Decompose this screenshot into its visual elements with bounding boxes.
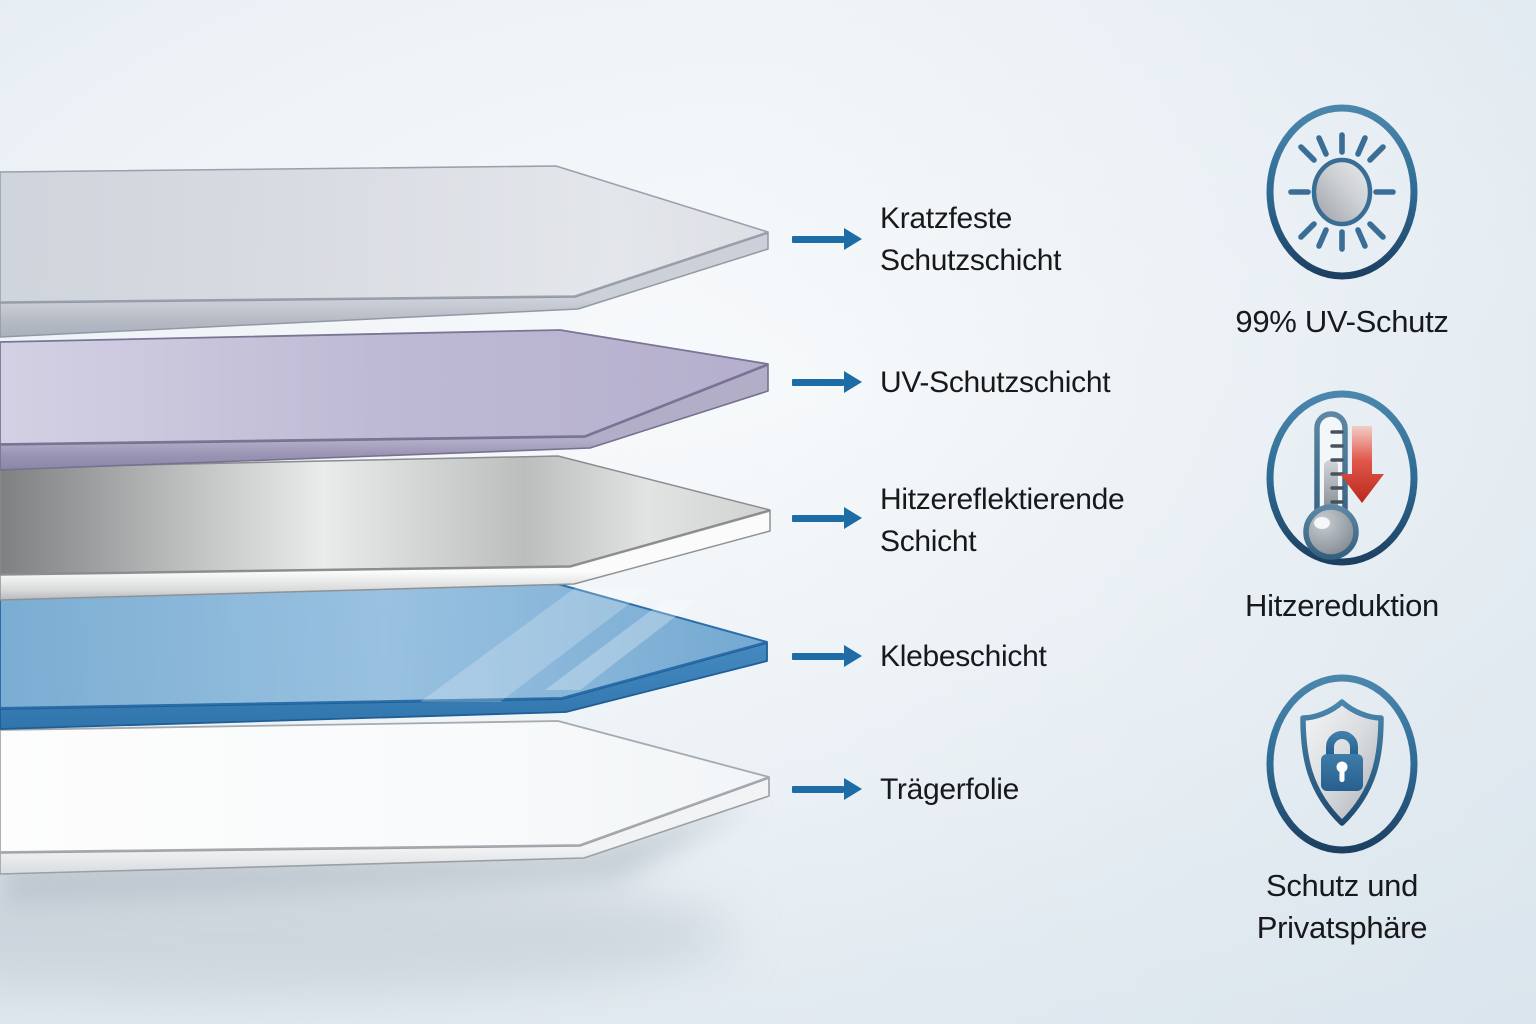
benefit-caption-privacy: Schutz und Privatsphäre [1256,868,1428,945]
layer-label-hitzereflektierende-schicht: Hitzereflektierende Schicht [880,483,1125,558]
layer-klebeschicht [0,583,768,730]
layer-hitzereflektierende-schicht [0,455,771,601]
layer-traegerfolie [0,720,770,875]
arrow-right-icon [792,371,862,393]
arrow-right-icon [792,507,862,529]
arrow-right-icon [792,778,862,800]
layer-kratzfeste-schutzschicht [0,165,769,338]
shield-lock-icon [1266,674,1418,854]
benefit-caption-heat: Hitzereduktion [1245,588,1439,623]
arrow-right-icon [792,228,862,250]
benefit-caption-uv: 99% UV-Schutz [1235,304,1449,339]
sun-icon [1266,104,1418,280]
thermometer-down-icon [1266,390,1418,566]
layer-label-uv-schutzschicht: UV-Schutzschicht [880,366,1111,399]
layer-label-kratzfeste-schutzschicht: Kratzfeste Schutzschicht [880,202,1062,277]
layer-uv-schutzschicht [0,329,769,471]
layer-label-klebeschicht: Klebeschicht [880,640,1047,673]
arrow-right-icon [792,645,862,667]
layer-label-traegerfolie: Trägerfolie [880,773,1019,806]
